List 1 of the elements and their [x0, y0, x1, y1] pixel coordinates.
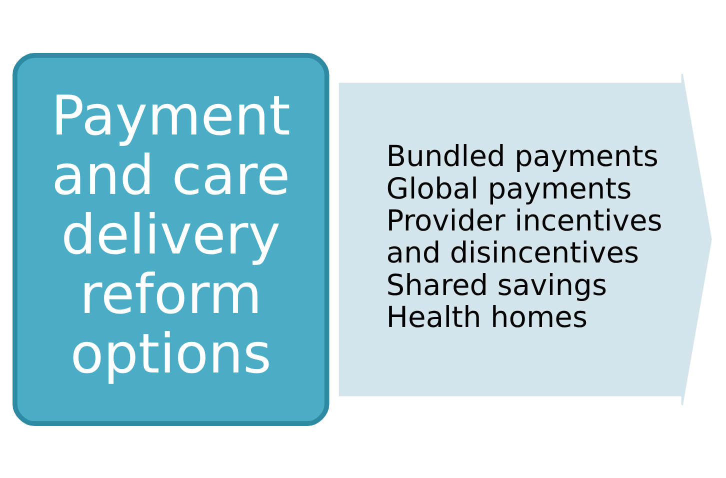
- node-box: Payment and care delivery reform options: [12, 52, 330, 426]
